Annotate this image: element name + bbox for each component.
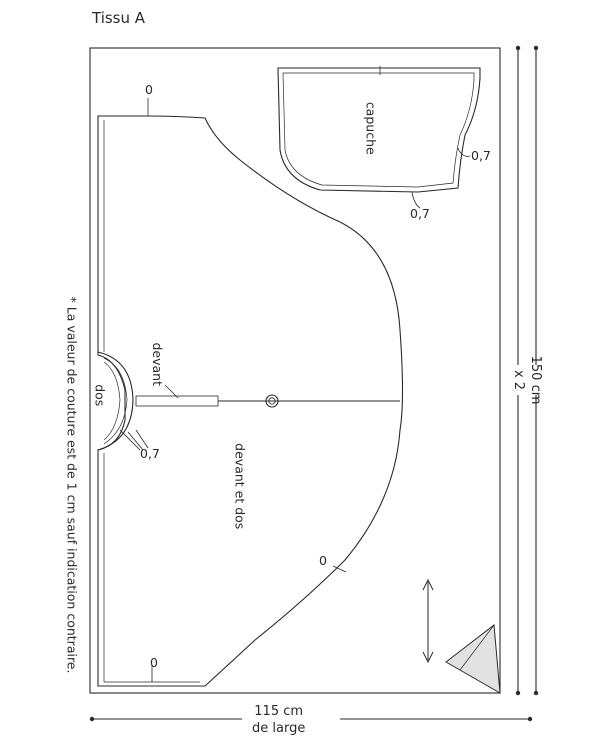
hood-seam-line [282, 72, 475, 188]
center-marker [265, 394, 279, 408]
seam-allowance-curve: 0 [319, 553, 327, 568]
hood-label: capuche [363, 101, 379, 155]
seam-allowance-hood-right: 0,7 [471, 148, 491, 163]
fabric-fold-corner [445, 624, 501, 694]
fabric-width-value: 115 cm [254, 704, 304, 719]
fabric-title: Tissu A [92, 9, 146, 27]
fabric-width-sub: de large [252, 721, 306, 736]
hood-piece [277, 67, 481, 193]
seam-allowance-hood-bottom: 0,7 [410, 206, 430, 221]
fabric-height-value: 150 cm [528, 355, 543, 405]
fabric-height-sub: x 2 [511, 369, 526, 391]
seam-allowance-neck: 0,7 [140, 446, 160, 461]
fabric-outline [89, 47, 501, 694]
fabric-width-label: 115 cm de large [252, 703, 305, 737]
seam-allowance-top: 0 [145, 82, 153, 97]
front-back-label: devant et dos [232, 443, 248, 530]
back-label: dos [92, 384, 108, 407]
front-neckline [97, 351, 134, 451]
seam-allowance-bottom: 0 [150, 655, 158, 670]
front-label: devant [150, 342, 166, 387]
